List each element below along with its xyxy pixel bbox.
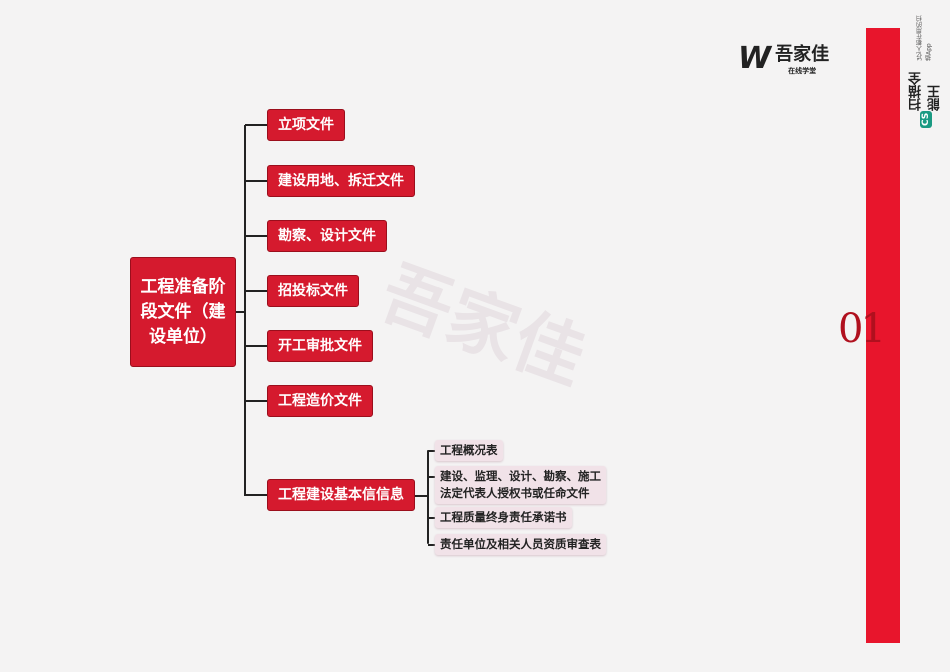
branch-line — [245, 180, 267, 182]
child-node: 立项文件 — [267, 109, 345, 141]
sub-item: 建设、监理、设计、勘察、施工 法定代表人授权书或任命文件 — [435, 466, 606, 504]
child-node: 工程造价文件 — [267, 385, 373, 417]
logo-tagline: 在线学堂 — [788, 67, 817, 75]
side-red-bar — [866, 28, 900, 643]
root-node: 工程准备阶段文件（建设单位） — [130, 257, 236, 367]
child-node: 勘察、设计文件 — [267, 220, 387, 252]
scanner-tagline: 3亿人都在用的扫描App — [916, 14, 933, 61]
branch-line — [245, 235, 267, 237]
scanner-name: 扫描全能王 — [909, 71, 943, 111]
branch-line — [245, 124, 267, 126]
branch-line — [245, 345, 267, 347]
child-node: 工程建设基本信信息 — [267, 479, 415, 511]
scanner-badge: CS — [920, 110, 932, 128]
branch-line — [245, 290, 267, 292]
branch-line — [245, 400, 267, 402]
trunk-line — [244, 125, 246, 496]
branch-line — [428, 476, 435, 478]
child-node: 开工审批文件 — [267, 330, 373, 362]
scanner-watermark: CS 扫描全能王 3亿人都在用的扫描App — [906, 12, 946, 132]
branch-line — [428, 450, 435, 452]
branch-line — [245, 494, 267, 496]
sub-item: 工程概况表 — [435, 440, 503, 461]
child-node: 建设用地、拆迁文件 — [267, 165, 415, 197]
section-number: 01 — [838, 306, 886, 352]
connector — [236, 311, 245, 313]
logo: W 吾家佳在线学堂 — [738, 40, 829, 76]
logo-name: 吾家佳 — [775, 44, 830, 65]
child-node: 招投标文件 — [267, 275, 359, 307]
sub-item: 工程质量终身责任承诺书 — [435, 507, 572, 528]
branch-line — [428, 544, 435, 546]
watermark: 吾家佳 — [370, 251, 596, 401]
connector — [415, 495, 428, 497]
logo-mark: W — [738, 40, 772, 76]
sub-item: 责任单位及相关人员资质审查表 — [435, 534, 606, 555]
sub-trunk-line — [427, 450, 429, 544]
branch-line — [428, 517, 435, 519]
